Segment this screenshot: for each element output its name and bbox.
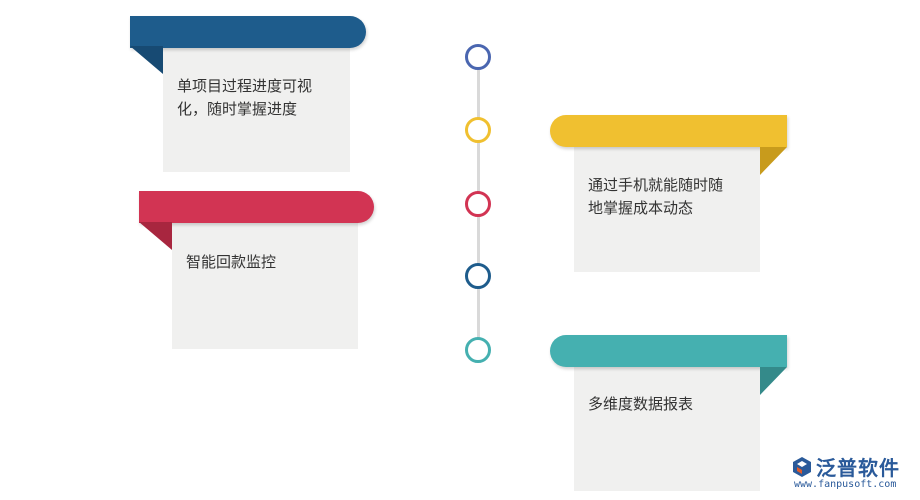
ribbon-fold-yellow [760,147,787,175]
ribbon-blue [130,16,366,48]
ribbon-red [139,191,374,223]
timeline-node-yellow [465,117,491,143]
ribbon-fold-teal [760,367,787,395]
ribbon-fold-blue [130,46,163,74]
feature-card-mobile-cost: 通过手机就能随时随 地掌握成本动态 [574,145,760,272]
feature-text-mobile-cost: 通过手机就能随时随 地掌握成本动态 [588,176,724,217]
feature-text-collection: 智能回款监控 [186,253,277,271]
feature-card-reports: 多维度数据报表 [574,366,760,491]
fanpu-logo: 泛普软件 www.fanpusoft.com [790,452,915,492]
timeline-node-blue [465,44,491,70]
timeline-node-darkblue [465,263,491,289]
feature-text-progress: 单项目过程进度可视 化，随时掌握进度 [177,77,313,118]
ribbon-yellow [550,115,787,147]
timeline-node-teal [465,337,491,363]
feature-card-collection: 智能回款监控 [172,222,358,349]
ribbon-fold-red [139,222,172,250]
logo-brand-name: 泛普软件 [816,456,900,480]
logo-url: www.fanpusoft.com [794,479,897,490]
timeline-node-red [465,191,491,217]
feature-card-progress: 单项目过程进度可视 化，随时掌握进度 [163,46,350,172]
fanpu-logo-icon [793,457,811,477]
feature-text-reports: 多维度数据报表 [588,395,694,413]
ribbon-teal [550,335,787,367]
